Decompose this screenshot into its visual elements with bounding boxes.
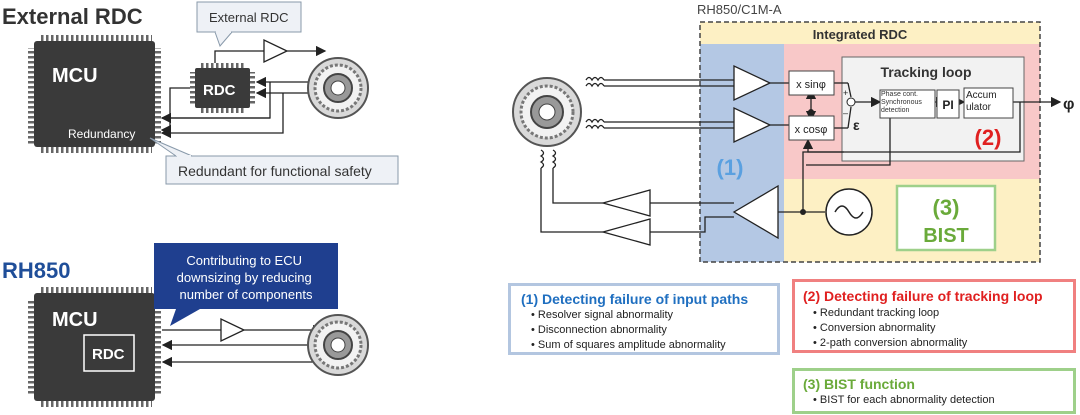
resolver-motor-icon-block [512, 77, 582, 147]
marker-3: (3) [933, 195, 960, 220]
legend-input-paths: (1) Detecting failure of input paths Res… [508, 283, 780, 355]
multiplier-sin-block [788, 70, 835, 96]
mcu-label: MCU [52, 65, 98, 87]
legend-input-paths-items: Resolver signal abnormality Disconnectio… [531, 308, 726, 353]
mcu-chip-rh850: MCU RDC [28, 287, 161, 407]
error-symbol: ε [853, 117, 860, 133]
svg-text:x sinφ: x sinφ [796, 79, 826, 91]
svg-text:Redundant for functional safet: Redundant for functional safety [178, 163, 372, 179]
svg-text:–: – [843, 108, 848, 118]
rh850-heading: RH850 [2, 258, 70, 283]
redundancy-label: Redundancy [68, 127, 135, 141]
bist-box [895, 184, 997, 252]
list-item: 2-path conversion abnormality [813, 336, 967, 351]
multiplier-cos-block [788, 115, 835, 141]
rdc-chip-label: RDC [203, 82, 236, 99]
list-item: Resolver signal abnormality [531, 308, 726, 323]
legend-bist-items: BIST for each abnormality detection [813, 393, 995, 408]
tracking-loop-title: Tracking loop [880, 64, 971, 80]
input-amplifiers [733, 64, 772, 144]
external-rdc-callout: External RDC [196, 1, 302, 47]
mcu-chip-external: MCU Redundancy [28, 35, 161, 153]
svg-text:MCU: MCU [52, 309, 98, 331]
list-item: Redundant tracking loop [813, 306, 967, 321]
accumulator-block [963, 87, 1014, 119]
chip-name: RH850/C1M-A [697, 2, 782, 17]
oscillator-icon [825, 188, 873, 236]
marker-1: (1) [717, 155, 744, 180]
pi-block [936, 89, 960, 119]
svg-text:PI: PI [942, 98, 953, 112]
external-rdc-heading: External RDC [2, 4, 143, 29]
downsizing-callout: Contributing to ECU downsizing by reduci… [154, 243, 338, 326]
list-item: Sum of squares amplitude abnormality [531, 338, 726, 353]
excitation-amplifiers [600, 184, 779, 246]
bist-label: BIST [923, 225, 969, 247]
marker-2: (2) [975, 125, 1002, 150]
list-item: BIST for each abnormality detection [813, 393, 995, 408]
rdc-chip-external: RDC [190, 63, 255, 113]
legend-bist: (3) BIST function BIST for each abnormal… [792, 368, 1076, 414]
integrated-rdc-title: Integrated RDC [813, 27, 908, 42]
summing-junction [846, 97, 856, 107]
svg-text:+: + [843, 88, 848, 98]
legend-tracking-loop: (2) Detecting failure of tracking loop R… [792, 279, 1076, 353]
integrated-rdc-label: RDC [92, 346, 125, 363]
phase-detection-block [879, 89, 936, 119]
svg-text:External RDC: External RDC [209, 10, 288, 25]
resolver-motor-icon-rh850 [307, 314, 369, 376]
resolver-motor-icon [307, 57, 369, 119]
list-item: Disconnection abnormality [531, 323, 726, 338]
integrated-rdc-border [699, 21, 1041, 263]
svg-text:Contributing to ECU down: Contributing to ECU downsizing by reduci… [177, 253, 316, 302]
legend-tracking-loop-items: Redundant tracking loop Conversion abnor… [813, 306, 967, 351]
list-item: Conversion abnormality [813, 321, 967, 336]
svg-text:x cosφ: x cosφ [795, 124, 828, 136]
redundant-note-box: Redundant for functional safety [149, 137, 399, 185]
output-phi: φ [1063, 96, 1074, 113]
resolver-coils [539, 76, 605, 169]
